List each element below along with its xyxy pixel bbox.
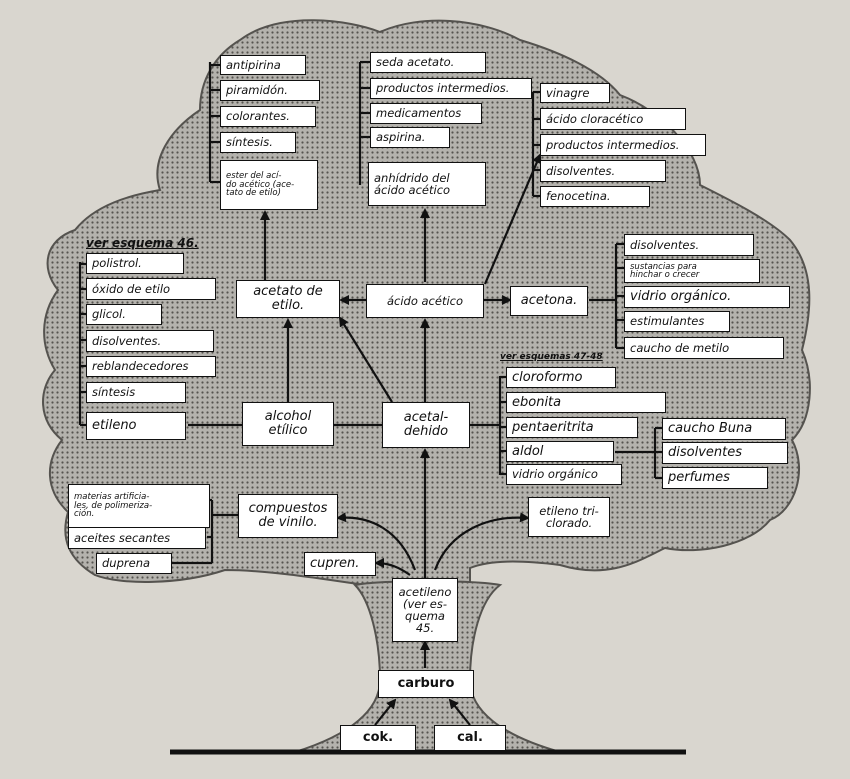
node-acetileno: acetileno (ver es- quema 45. (392, 578, 458, 642)
node-sustancias-hinchar: sustancias para hinchar o crecer (624, 259, 760, 283)
node-acido-acetico: ácido acético (366, 284, 484, 318)
node-ester-acido-acetico: ester del ací- do acético (ace- tato de … (220, 160, 318, 210)
node-disolventes-tr: disolventes. (540, 160, 666, 182)
node-disolventes-b: disolventes (662, 442, 788, 464)
node-fenocetina: fenocetina. (540, 186, 650, 207)
node-pentaeritrita: pentaeritrita (506, 417, 638, 438)
node-duprena: duprena (96, 553, 172, 574)
node-caucho-buna: caucho Buna (662, 418, 786, 440)
node-productos-intermedios-b: productos intermedios. (540, 134, 706, 156)
node-piramidon: piramidón. (220, 80, 320, 101)
note-ver-esquema-46: ver esquema 46. (86, 236, 199, 250)
node-seda-acetato: seda acetato. (370, 52, 486, 73)
node-cupren: cupren. (304, 552, 376, 576)
node-cal: cal. (434, 725, 506, 751)
node-vidrio-organico-r: vidrio orgánico. (624, 286, 790, 308)
node-vinagre: vinagre (540, 83, 610, 103)
note-ver-esquemas-47-48: ver esquemas 47-48 (500, 352, 603, 362)
node-reblandecedores: reblandecedores (86, 356, 216, 377)
node-antipirina: antipirina (220, 55, 306, 75)
node-aspirina: aspirina. (370, 127, 450, 148)
node-sintesis-l: síntesis (86, 382, 186, 403)
node-cloroformo: cloroformo (506, 367, 616, 388)
node-ebonita: ebonita (506, 392, 666, 413)
node-acido-cloracetico: ácido cloracético (540, 108, 686, 130)
node-estimulantes: estimulantes (624, 311, 730, 332)
node-colorantes: colorantes. (220, 106, 316, 127)
node-vidrio-organico-b: vidrio orgánico (506, 464, 622, 485)
node-disolventes-l: disolventes. (86, 330, 214, 352)
node-perfumes: perfumes (662, 467, 768, 489)
node-acetaldehido: acetal- dehido (382, 402, 470, 448)
node-disolventes-r: disolventes. (624, 234, 754, 256)
node-polistrol: polistrol. (86, 253, 184, 274)
node-alcohol-etilico: alcohol etílico (242, 402, 334, 446)
node-caucho-metilo: caucho de metilo (624, 337, 784, 359)
node-etileno-triclorado: etileno tri- clorado. (528, 497, 610, 537)
node-compuestos-vinilo: compuestos de vinilo. (238, 494, 338, 538)
node-anhidrido: anhídrido del ácido acético (368, 162, 486, 206)
node-sintesis-top: síntesis. (220, 132, 296, 153)
node-carburo: carburo (378, 670, 474, 698)
node-glicol: glicol. (86, 304, 162, 325)
node-aldol: aldol (506, 441, 614, 462)
node-productos-intermedios-a: productos intermedios. (370, 78, 532, 99)
node-cok: cok. (340, 725, 416, 751)
node-oxido-etilo: óxido de etilo (86, 278, 216, 300)
node-acetona: acetona. (510, 286, 588, 316)
node-aceites-secantes: aceites secantes (68, 527, 206, 549)
node-materias-artificiales: materias artificia- les, de polimeriza- … (68, 484, 210, 528)
node-medicamentos: medicamentos (370, 103, 482, 124)
node-acetato-etilo: acetato de etilo. (236, 280, 340, 318)
node-etileno: etileno (86, 412, 186, 440)
